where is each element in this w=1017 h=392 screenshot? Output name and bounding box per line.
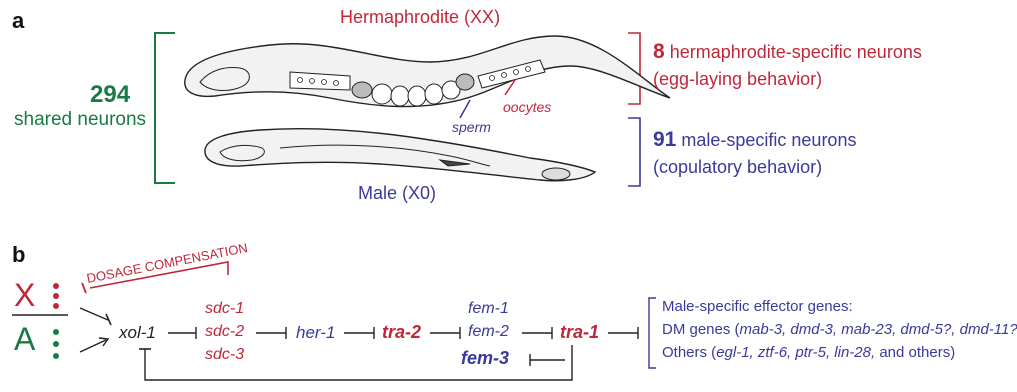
gene-tra-1: tra-1	[560, 323, 599, 341]
effector-genes-title: Male-specific effector genes:	[662, 299, 853, 314]
gene-tra-2: tra-2	[382, 323, 421, 341]
tra2-inhibits-fem	[430, 327, 460, 339]
oocytes-label: oocytes	[503, 100, 551, 114]
x-chromosome-label: X	[14, 279, 35, 311]
dm-genes-line: DM genes (mab-3, dmd-3, mab-23, dmd-5?, …	[662, 322, 1017, 337]
herm-neurons-line1: 8 hermaphrodite-specific neurons	[653, 41, 922, 62]
x-dots	[53, 283, 59, 309]
shared-neurons-bracket	[155, 33, 175, 183]
male-neurons-bracket	[628, 118, 640, 186]
shared-neurons-label: shared neurons	[14, 110, 146, 129]
male-neurons-line1: 91 male-specific neurons	[653, 129, 856, 150]
male-neurons-line2: (copulatory behavior)	[653, 158, 822, 176]
a-dots	[53, 329, 59, 359]
fem-inhibits-tra1	[522, 327, 552, 339]
gene-her-1: her-1	[296, 324, 335, 341]
x-inhibits-xol1	[80, 308, 108, 320]
a-activates-xol1	[80, 340, 106, 352]
sperm-label: sperm	[452, 120, 491, 134]
male-label: Male (X0)	[358, 184, 436, 202]
her1-inhibits-tra2	[344, 327, 374, 339]
panel-a-letter: a	[12, 10, 24, 32]
herm-neurons-line2: (egg-laying behavior)	[653, 70, 822, 88]
male-worm-drawing	[205, 129, 595, 181]
gene-sdc-3: sdc-3	[205, 347, 244, 363]
herm-neurons-count: 8	[653, 40, 665, 63]
hermaphrodite-worm-drawing	[185, 36, 670, 107]
gene-sdc-1: sdc-1	[205, 301, 244, 317]
panel-b-letter: b	[12, 244, 25, 266]
herm-neurons-desc: hermaphrodite-specific neurons	[670, 42, 922, 62]
other-genes-list: egl-1, ztf-6, ptr-5, lin-28,	[716, 344, 875, 361]
xol1-inhibits-sdc	[168, 327, 196, 339]
sdc-inhibits-her1	[256, 327, 286, 339]
dm-genes-prefix: DM genes (	[662, 321, 740, 338]
tra1-inhibits-effectors	[608, 327, 638, 339]
gene-fem-1: fem-1	[468, 301, 509, 317]
other-genes-suffix: and others)	[875, 344, 955, 361]
gene-xol-1: xol-1	[119, 324, 156, 341]
male-neurons-count: 91	[653, 128, 676, 151]
autosome-label: A	[14, 323, 35, 355]
sperm-pointer	[460, 100, 470, 118]
dm-genes-list: mab-3, dmd-3, mab-23, dmd-5?, dmd-11?	[740, 321, 1017, 338]
male-neurons-desc: male-specific neurons	[681, 130, 856, 150]
effector-genes-bracket	[649, 298, 656, 368]
other-genes-line: Others (egl-1, ztf-6, ptr-5, lin-28, and…	[662, 345, 955, 360]
fem3-inhibits-tra1	[530, 354, 565, 366]
gene-fem-2: fem-2	[468, 324, 509, 340]
shared-neurons-count: 294	[90, 83, 130, 107]
hermaphrodite-label: Hermaphrodite (XX)	[340, 8, 500, 26]
gene-sdc-2: sdc-2	[205, 324, 244, 340]
gene-fem-3: fem-3	[461, 349, 509, 367]
other-genes-prefix: Others (	[662, 344, 716, 361]
